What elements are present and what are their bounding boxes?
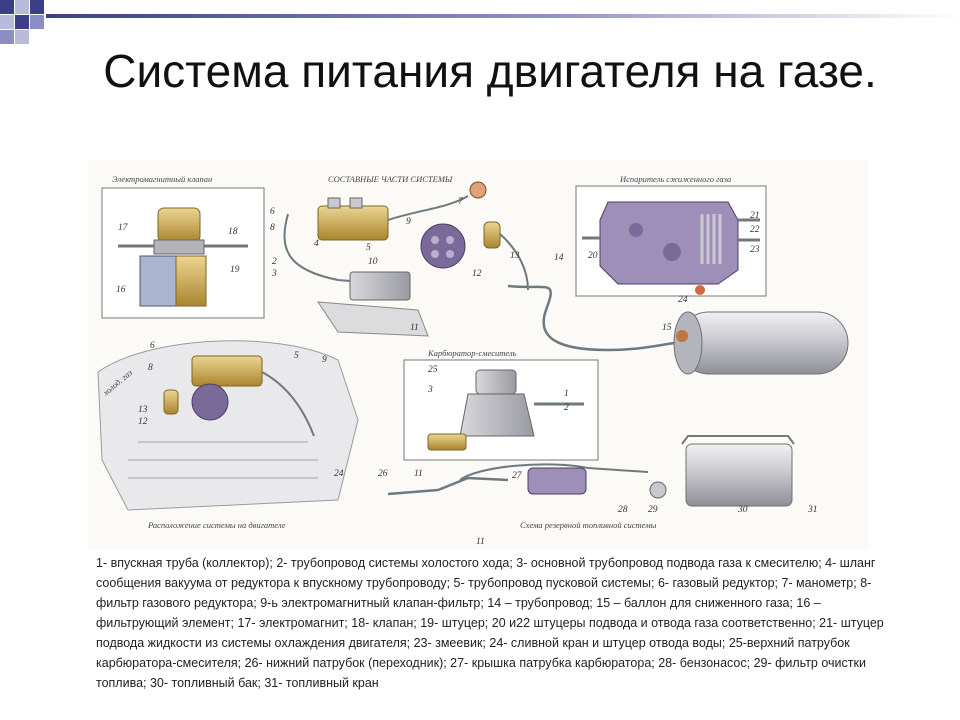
label-3: 3 — [271, 269, 277, 279]
label-24-engine: 24 — [334, 469, 344, 479]
label-30: 30 — [737, 505, 748, 515]
label-9-engine: 9 — [322, 355, 327, 365]
slide-title: Система питания двигателя на газе. — [103, 45, 877, 97]
label-6: 6 — [270, 207, 275, 217]
label-10: 10 — [368, 257, 378, 267]
label-13: 13 — [510, 251, 520, 261]
label-27: 27 — [512, 471, 523, 481]
panel-system-components: СОСТАВНЫЕ ЧАСТИ СИСТЕМЫ 6 8 7 9 4 5 10 1… — [270, 174, 529, 337]
label-24-top: 24 — [678, 295, 688, 305]
panel-carburetor: Карбюратор-смеситель 25 3 1 2 — [403, 348, 599, 461]
label-13-engine: 13 — [138, 405, 148, 415]
label-8: 8 — [270, 223, 275, 233]
label-8-engine: 8 — [148, 363, 153, 373]
label-7: 7 — [458, 197, 464, 207]
label-12: 12 — [472, 269, 482, 279]
label-22: 22 — [750, 225, 760, 235]
decor-squares — [0, 0, 960, 44]
label-14: 14 — [554, 253, 564, 263]
panel-title-carburetor: Карбюратор-смеситель — [427, 348, 517, 358]
label-17: 17 — [118, 223, 129, 233]
label-28: 28 — [618, 505, 628, 515]
label-16: 16 — [116, 285, 126, 295]
panel-title-parts: СОСТАВНЫЕ ЧАСТИ СИСТЕМЫ — [328, 174, 453, 184]
panel-title-engine: Расположение системы на двигателе — [147, 520, 286, 530]
panel-title-evaporator: Испаритель сжиженного газа — [619, 174, 731, 184]
gas-tank-assembly: 14 15 — [507, 253, 849, 375]
label-23: 23 — [750, 245, 760, 255]
label-4: 4 — [314, 239, 319, 249]
label-2: 2 — [272, 257, 277, 267]
label-18: 18 — [228, 227, 238, 237]
label-11-bottom: 11 — [414, 469, 423, 479]
panel-evaporator: Испаритель сжиженного газа 20 21 22 23 2… — [575, 174, 767, 305]
label-5-engine: 5 — [294, 351, 299, 361]
panel-reserve-fuel: 26 11 27 28 29 30 31 Схема резервной топ… — [378, 435, 818, 530]
label-29: 29 — [648, 505, 658, 515]
label-12-engine: 12 — [138, 417, 148, 427]
label-1: 1 — [564, 389, 569, 399]
label-21: 21 — [750, 211, 760, 221]
panel-engine: 6 8 5 9 13 12 24 холод. газ Расположение… — [97, 340, 359, 530]
figure-number: 11 — [476, 537, 485, 547]
label-5: 5 — [366, 243, 371, 253]
label-31: 31 — [807, 505, 818, 515]
label-20: 20 — [588, 251, 598, 261]
legend-caption: 1- впускная труба (коллектор); 2- трубоп… — [96, 556, 884, 690]
label-25: 25 — [428, 365, 438, 375]
label-26: 26 — [378, 469, 388, 479]
label-2-carb: 2 — [564, 403, 569, 413]
label-11-top: 11 — [410, 323, 419, 333]
panel-title-valve: Электромагнитный клапан — [112, 174, 212, 184]
label-19: 19 — [230, 265, 240, 275]
gas-system-figure: Электромагнитный клапан 17 18 19 16 СОСТ… — [88, 160, 868, 550]
label-9: 9 — [406, 217, 411, 227]
label-6-engine: 6 — [150, 341, 155, 351]
label-3-carb: 3 — [427, 385, 433, 395]
panel-title-reserve: Схема резервной топливной системы — [520, 520, 657, 530]
panel-electromagnetic-valve: Электромагнитный клапан 17 18 19 16 — [101, 174, 265, 319]
label-15: 15 — [662, 323, 672, 333]
